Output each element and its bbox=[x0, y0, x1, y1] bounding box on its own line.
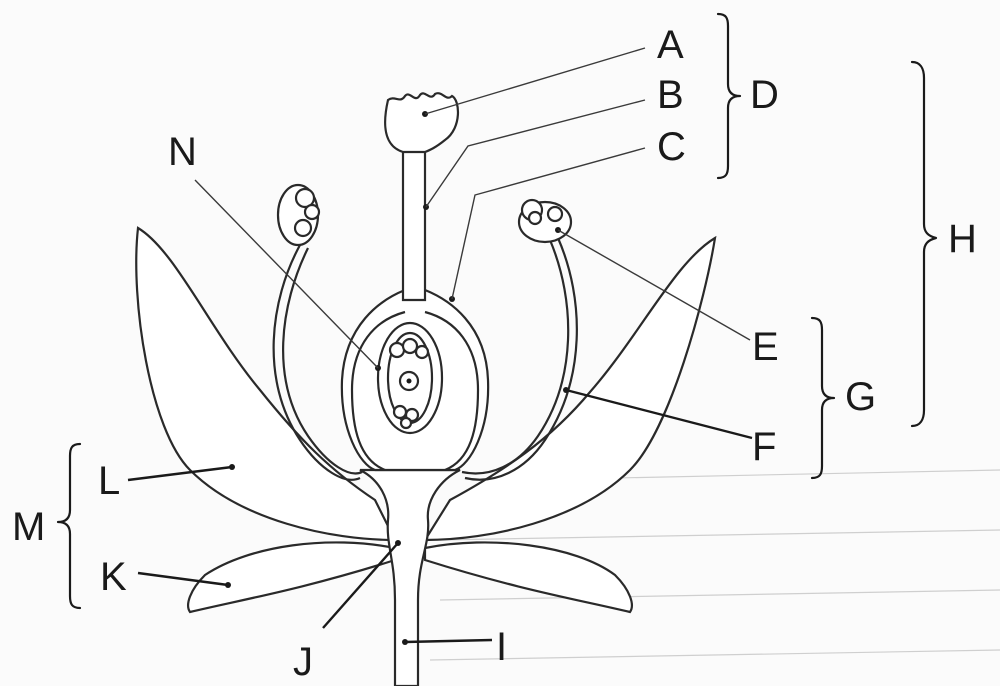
label-L: L bbox=[98, 459, 120, 503]
label-G: G bbox=[845, 375, 876, 419]
label-N: N bbox=[168, 130, 197, 174]
label-D: D bbox=[750, 73, 779, 117]
brace-M bbox=[58, 444, 80, 608]
label-A: A bbox=[657, 23, 684, 67]
style bbox=[403, 150, 425, 300]
sepal-left bbox=[188, 542, 395, 612]
stigma bbox=[385, 93, 458, 152]
brace-H bbox=[912, 62, 936, 426]
anther-left bbox=[278, 185, 319, 245]
label-I: I bbox=[496, 625, 507, 669]
label-C: C bbox=[657, 125, 686, 169]
label-F: F bbox=[752, 425, 776, 469]
sepal-right bbox=[425, 542, 632, 612]
label-H: H bbox=[948, 217, 977, 261]
anther-right bbox=[519, 200, 571, 242]
brace-G bbox=[812, 318, 834, 478]
brace-D bbox=[718, 14, 740, 178]
label-M: M bbox=[12, 505, 45, 549]
label-B: B bbox=[657, 73, 684, 117]
label-E: E bbox=[752, 325, 779, 369]
label-K: K bbox=[100, 555, 127, 599]
label-J: J bbox=[293, 640, 313, 684]
